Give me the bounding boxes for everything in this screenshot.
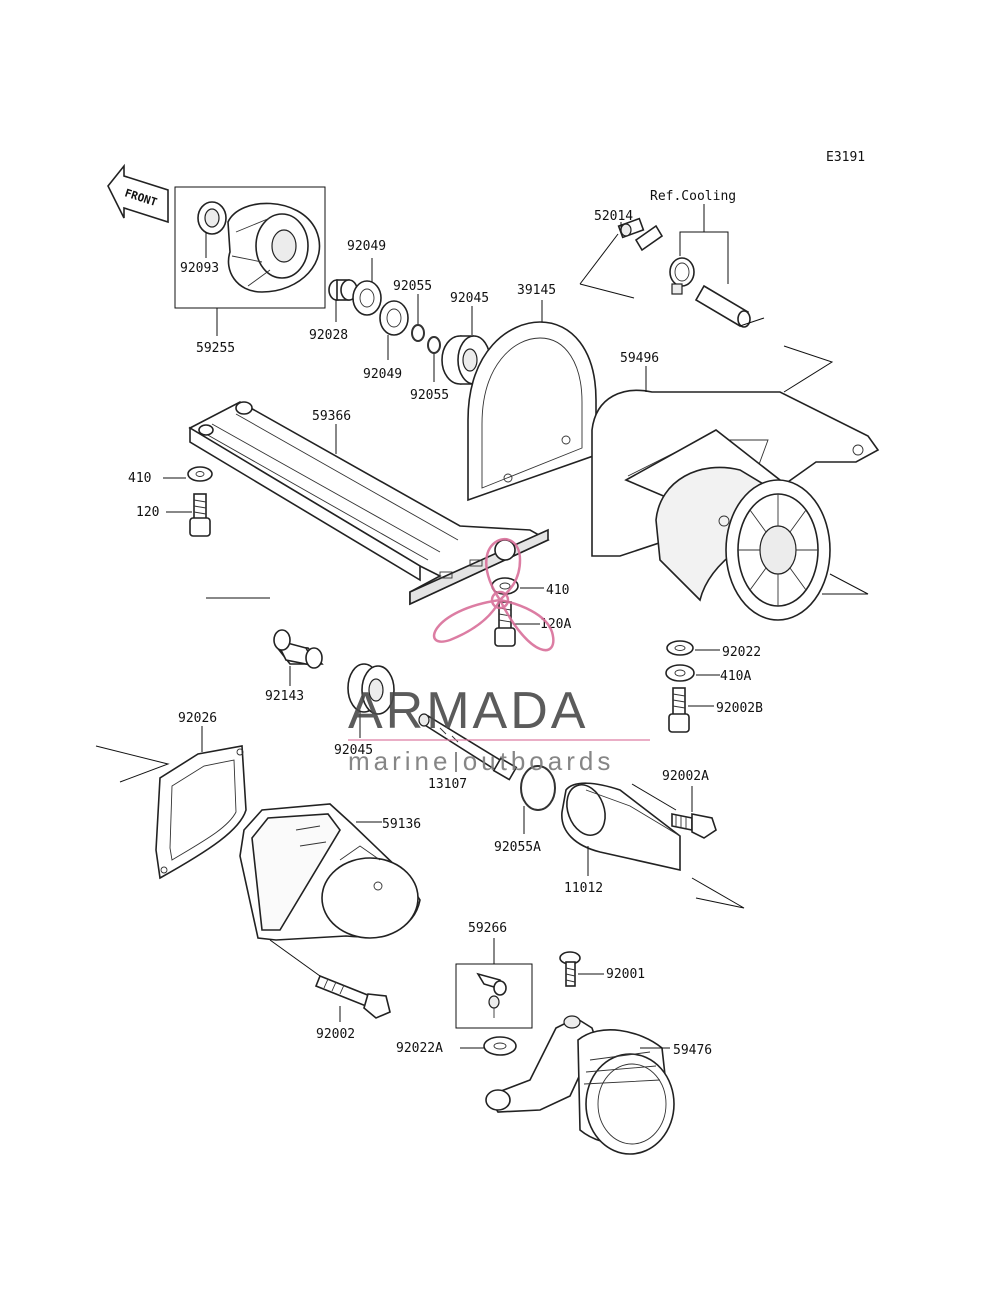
label-410-left: 410 xyxy=(128,471,151,486)
label-59255: 59255 xyxy=(196,341,235,356)
label-92002A: 92002A xyxy=(662,769,709,784)
hose-clamp xyxy=(669,257,695,295)
label-92049-top: 92049 xyxy=(347,239,386,254)
label-120A: 120A xyxy=(540,617,571,632)
o-ring-92055A xyxy=(520,765,556,811)
front-arrow-icon: FRONT xyxy=(107,163,169,224)
label-410-right: 410 xyxy=(546,583,569,598)
watermark-brand: ARMADA xyxy=(348,682,588,740)
propeller-logo-icon xyxy=(432,537,555,652)
label-92093: 92093 xyxy=(180,261,219,276)
label-11012: 11012 xyxy=(564,881,603,896)
kit-59266 xyxy=(476,972,507,1018)
washer-92022 xyxy=(666,640,694,656)
bearing-92045-b xyxy=(347,663,395,715)
collar-92028 xyxy=(328,279,358,301)
label-59496: 59496 xyxy=(620,351,659,366)
steering-nozzle-59476 xyxy=(485,1015,675,1155)
label-92028: 92028 xyxy=(309,328,348,343)
sleeve-92143 xyxy=(273,629,324,669)
screw-92001 xyxy=(559,951,581,987)
label-92045-bottom: 92045 xyxy=(334,743,373,758)
label-92002B: 92002B xyxy=(716,701,763,716)
diagram-code: E3191 xyxy=(826,150,865,165)
label-92045-top: 92045 xyxy=(450,291,489,306)
label-92022A: 92022A xyxy=(396,1041,443,1056)
impeller-assembly xyxy=(174,186,326,309)
label-52014: 52014 xyxy=(594,209,633,224)
watermark-sub: marine outboards xyxy=(348,746,614,776)
bolt-92002A xyxy=(671,813,717,839)
label-92055A: 92055A xyxy=(494,840,541,855)
drive-shaft-13107 xyxy=(418,713,518,781)
bolt-92002B xyxy=(668,687,690,733)
label-92002: 92002 xyxy=(316,1027,355,1042)
oil-seal-92049-a xyxy=(352,280,382,316)
washer-92022A xyxy=(483,1036,517,1056)
gasket-92026 xyxy=(155,745,247,880)
washer-410-left xyxy=(187,466,213,482)
label-92026: 92026 xyxy=(178,711,217,726)
label-92049-bottom: 92049 xyxy=(363,367,402,382)
label-92022: 92022 xyxy=(722,645,761,660)
label-92001: 92001 xyxy=(606,967,645,982)
cooling-hose xyxy=(694,284,751,328)
label-92143: 92143 xyxy=(265,689,304,704)
ref-cooling-label: Ref.Cooling xyxy=(650,189,736,204)
label-92055-top: 92055 xyxy=(393,279,432,294)
pump-case-59136 xyxy=(239,803,421,941)
label-59476: 59476 xyxy=(673,1043,712,1058)
washer-410-upper xyxy=(494,539,516,561)
label-92055-bottom: 92055 xyxy=(410,388,449,403)
armada-watermark: ARMADA marine outboards xyxy=(348,537,650,776)
oil-seal-92049-b xyxy=(379,300,409,336)
o-ring-92055-b xyxy=(427,336,441,354)
washer-410A xyxy=(665,664,695,682)
label-59136: 59136 xyxy=(382,817,421,832)
label-39145: 39145 xyxy=(517,283,556,298)
pump-housing-59496 xyxy=(591,389,880,621)
label-13107: 13107 xyxy=(428,777,467,792)
nozzle-11012 xyxy=(561,782,681,871)
bolt-120 xyxy=(189,493,211,537)
bolt-92002 xyxy=(314,974,391,1019)
fitting-52014 xyxy=(617,217,664,252)
o-ring-92055-a xyxy=(411,324,425,342)
label-120: 120 xyxy=(136,505,159,520)
label-59366: 59366 xyxy=(312,409,351,424)
gasket-39145 xyxy=(467,321,597,502)
label-410A: 410A xyxy=(720,669,751,684)
label-59266: 59266 xyxy=(468,921,507,936)
